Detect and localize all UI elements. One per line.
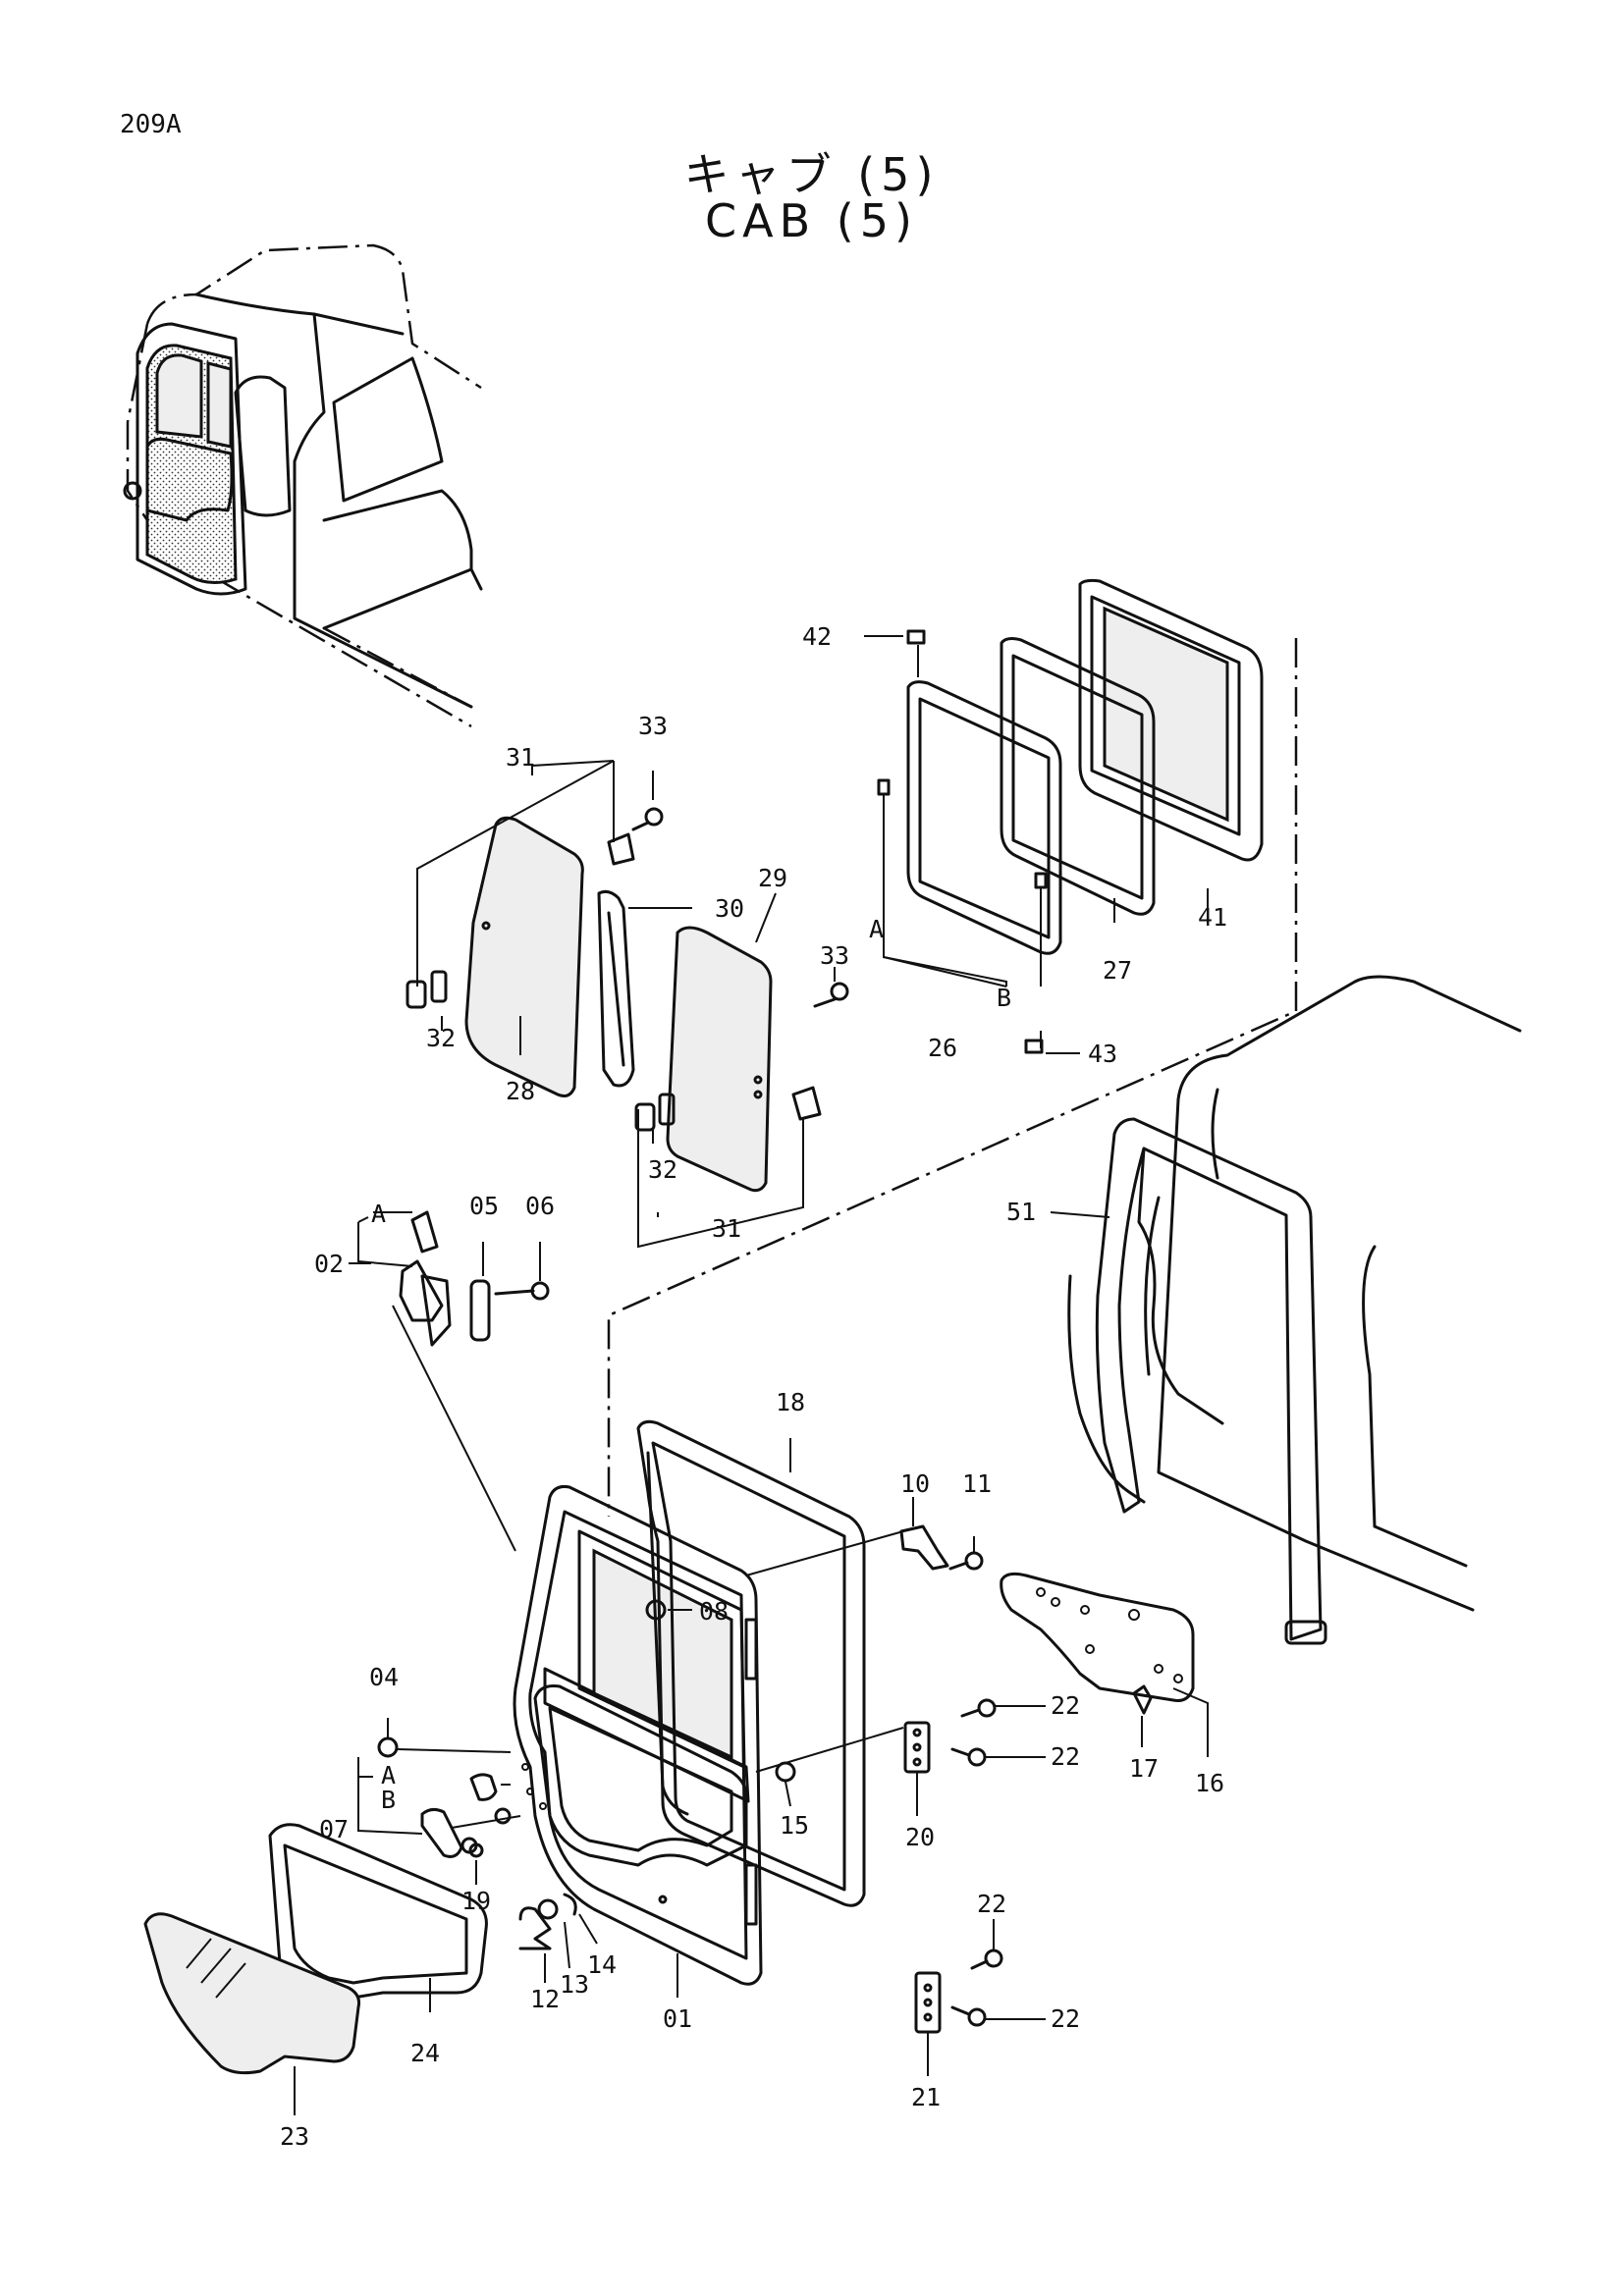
callout-26: 26 <box>928 1034 957 1062</box>
callout-08: 08 <box>699 1597 729 1626</box>
handle-assembly <box>357 1718 547 1885</box>
callout-06: 06 <box>525 1192 555 1220</box>
callout-a-latch: A <box>371 1200 386 1228</box>
bracket-plate-assembly <box>899 1497 1209 1757</box>
door-frame-assembly <box>513 1419 904 1998</box>
callout-07: 07 <box>319 1815 349 1843</box>
callout-labels: 42 41 27 26 43 A B 31 33 30 29 33 32 28 … <box>280 622 1227 2151</box>
callout-43: 43 <box>1088 1040 1117 1068</box>
sliding-glass-assembly <box>406 760 849 1249</box>
callout-17: 17 <box>1129 1754 1159 1783</box>
window-seal-assembly <box>607 578 1298 1517</box>
callout-31-lower: 31 <box>712 1214 741 1243</box>
callout-20: 20 <box>905 1823 935 1851</box>
callout-14: 14 <box>587 1950 617 1979</box>
callout-31-upper: 31 <box>506 743 535 772</box>
callout-32-middle: 32 <box>648 1155 677 1184</box>
callout-a-window: A <box>869 915 884 943</box>
callout-15: 15 <box>780 1811 809 1840</box>
callout-22-third: 22 <box>977 1890 1006 1918</box>
callout-23: 23 <box>280 2122 309 2151</box>
callout-13: 13 <box>560 1970 589 1999</box>
title-japanese: キャブ (5) <box>683 148 940 201</box>
callout-41: 41 <box>1198 903 1227 932</box>
callout-11: 11 <box>962 1469 992 1498</box>
callout-10: 10 <box>900 1469 930 1498</box>
callout-22-upper: 22 <box>1051 1691 1080 1720</box>
callout-22-lower: 22 <box>1051 2004 1080 2033</box>
callout-b-window: B <box>997 984 1011 1012</box>
callout-12: 12 <box>530 1985 560 2013</box>
callout-01: 01 <box>663 2004 692 2033</box>
cab-overview <box>123 243 483 728</box>
callout-51: 51 <box>1006 1198 1036 1226</box>
callout-19: 19 <box>461 1887 491 1915</box>
callout-b-handle: B <box>381 1786 396 1814</box>
page-code: 209A <box>120 110 182 139</box>
lower-glass-assembly <box>143 1823 488 2115</box>
callout-30: 30 <box>715 894 744 923</box>
callout-22-second: 22 <box>1051 1742 1080 1771</box>
callout-28: 28 <box>506 1077 535 1105</box>
striker-assembly <box>518 1893 598 1983</box>
cab-body-right <box>1050 975 1522 1645</box>
callout-27: 27 <box>1103 956 1132 985</box>
title-english: CAB (5) <box>705 194 918 247</box>
callout-33-upper: 33 <box>638 712 668 740</box>
hinge-assembly <box>903 1698 1046 2076</box>
callout-33-middle: 33 <box>820 941 849 970</box>
callout-21: 21 <box>911 2083 941 2111</box>
callout-29: 29 <box>758 864 787 892</box>
callout-02: 02 <box>314 1250 344 1278</box>
callout-42: 42 <box>802 622 832 651</box>
callout-18: 18 <box>776 1388 805 1416</box>
callout-a-handle: A <box>381 1761 396 1789</box>
latch-assembly <box>349 1210 550 1552</box>
callout-24: 24 <box>410 2039 440 2067</box>
callout-32-left: 32 <box>426 1024 456 1052</box>
callout-16: 16 <box>1195 1769 1224 1797</box>
callout-05: 05 <box>469 1192 499 1220</box>
callout-04: 04 <box>369 1663 399 1691</box>
